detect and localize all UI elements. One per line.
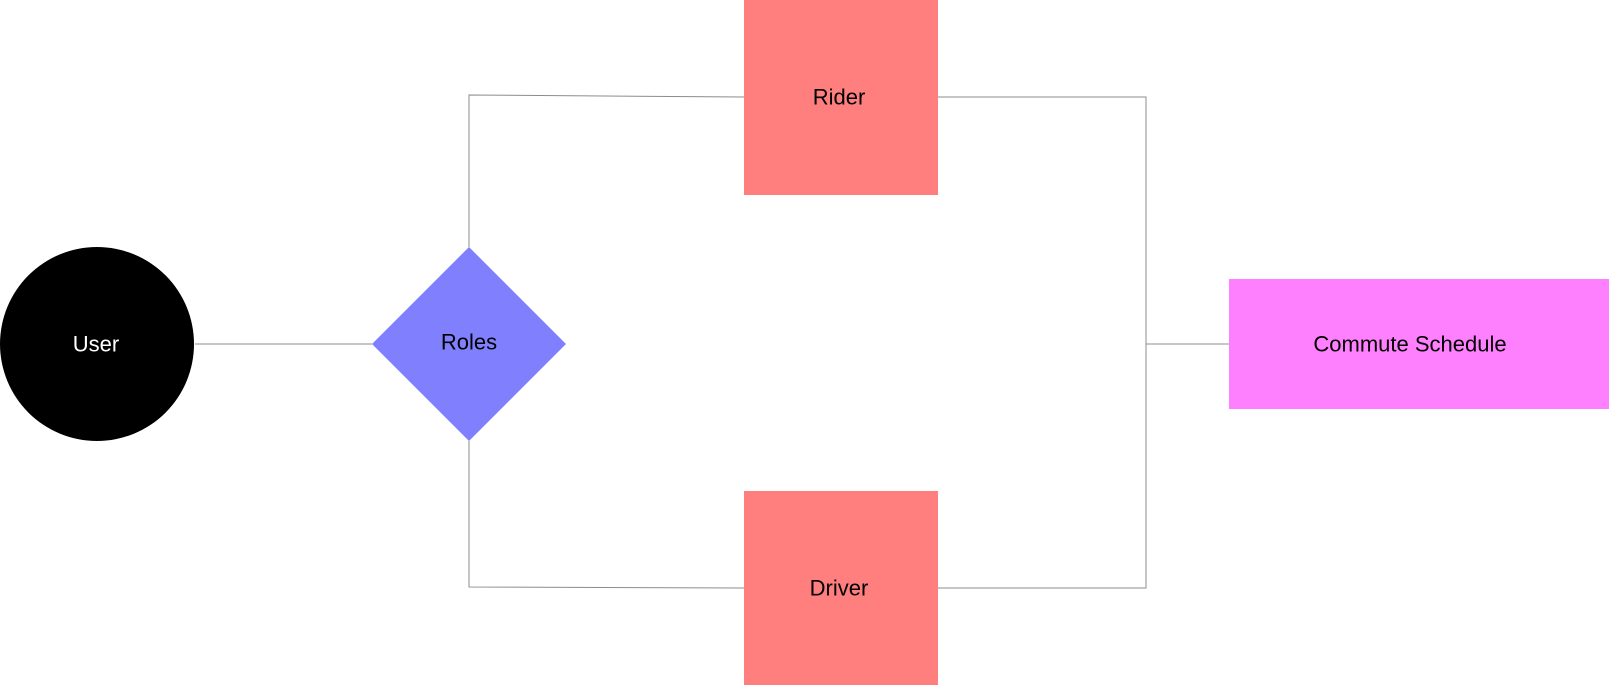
roles-node-shape <box>372 247 566 441</box>
driver-node-shape <box>744 491 938 685</box>
roles-node-label: Roles <box>441 330 497 355</box>
commute-schedule-node-shape <box>1229 279 1609 409</box>
commute-schedule-node-label: Commute Schedule <box>1313 332 1506 357</box>
user-node-shape <box>0 247 194 441</box>
connector-rider-merge <box>938 96 1147 344</box>
driver-node[interactable]: Driver <box>744 491 938 685</box>
connector-roles-rider <box>468 94 745 247</box>
connectors <box>195 94 1229 589</box>
user-node[interactable]: User <box>0 247 194 441</box>
commute-schedule-node[interactable]: Commute Schedule <box>1229 279 1609 409</box>
connector-driver-merge <box>938 344 1147 589</box>
rider-node[interactable]: Rider <box>744 0 938 195</box>
roles-node[interactable]: Roles <box>372 247 566 441</box>
rider-node-label: Rider <box>813 85 866 110</box>
connector-roles-driver <box>468 441 745 589</box>
user-node-label: User <box>73 332 119 357</box>
driver-node-label: Driver <box>810 576 869 601</box>
rider-node-shape <box>744 0 938 195</box>
